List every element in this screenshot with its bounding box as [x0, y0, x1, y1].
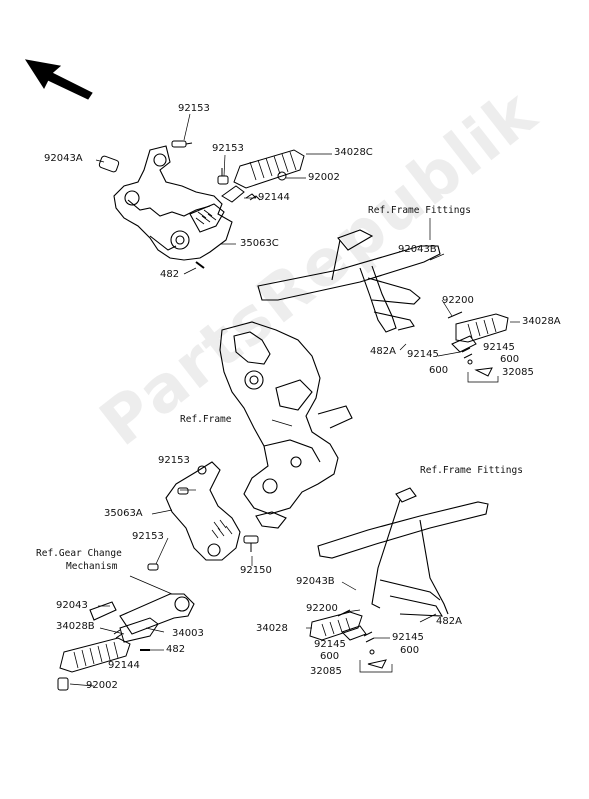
- upper-frame-fitting: [257, 229, 441, 333]
- pin-482-a-icon: [195, 261, 205, 269]
- clip-32085-b-icon: [367, 659, 387, 669]
- bolt-92153-c-icon: [177, 487, 189, 495]
- gear-change-pedal: [89, 593, 195, 635]
- spring-92144-a-icon: [245, 193, 261, 201]
- part-label-35063A: 35063A: [104, 508, 143, 519]
- part-label-482A-b: 482A: [436, 616, 462, 627]
- spring-92145-c-icon: [363, 631, 375, 643]
- bolt-92153-d-icon: [147, 563, 159, 571]
- clip-32085-a-icon: [474, 367, 493, 377]
- part-label-34028C: 34028C: [334, 147, 373, 158]
- part-label-482-a: 482: [160, 269, 180, 280]
- part-label-92153-b: 92153: [212, 143, 244, 154]
- leader-lines: [69, 113, 520, 687]
- part-label-92153-c: 92153: [158, 455, 190, 466]
- part-label-92200-b: 92200: [306, 603, 338, 614]
- part-label-482A-a: 482A: [370, 346, 396, 357]
- part-label-92200-a: 92200: [442, 295, 474, 306]
- part-label-92002-b: 92002: [86, 680, 118, 691]
- pin-600-a-icon: [467, 359, 473, 365]
- ref-gear-change-line2: Mechanism: [66, 561, 118, 572]
- bolt-92153-b-icon: [217, 168, 229, 185]
- part-label-92145-c: 92145: [314, 639, 346, 650]
- part-label-92043A: 92043A: [44, 153, 83, 164]
- part-label-92145-b: 92145: [483, 342, 515, 353]
- part-label-92145-d: 92145: [392, 632, 424, 643]
- part-label-92153-a: 92153: [178, 103, 210, 114]
- ref-frame-fittings-lower: Ref.Frame Fittings: [420, 465, 523, 476]
- part-label-34028: 34028: [256, 623, 288, 634]
- bolt-92153-a-icon: [171, 140, 193, 148]
- part-label-92002-a: 92002: [308, 172, 340, 183]
- bolt-92002-b-icon: [57, 677, 69, 691]
- pin-600-c-icon: [369, 649, 375, 655]
- bolt-92002-a-icon: [277, 171, 287, 181]
- ref-gear-change-line1: Ref.Gear Change: [36, 548, 122, 559]
- upper-left-bracket: [113, 145, 233, 261]
- part-label-32085-b: 32085: [310, 666, 342, 677]
- part-label-600-a: 600: [500, 354, 520, 365]
- spring-92145-a-icon: [461, 347, 473, 359]
- main-frame: [219, 321, 353, 529]
- pin-92043A-icon: [98, 155, 120, 173]
- bolt-92150-icon: [243, 535, 259, 552]
- part-label-92150: 92150: [240, 565, 272, 576]
- ref-frame: Ref.Frame: [180, 414, 232, 425]
- part-label-35063C: 35063C: [240, 238, 279, 249]
- footpeg-34028A-icon: [451, 313, 509, 353]
- part-label-92153-d: 92153: [132, 531, 164, 542]
- lower-frame-fitting: [317, 487, 489, 617]
- front-direction-arrow-icon: [24, 59, 93, 100]
- part-label-482-b: 482: [166, 644, 186, 655]
- part-label-34028A: 34028A: [522, 316, 561, 327]
- washer-92200-b-icon: [337, 609, 351, 617]
- part-label-92043B-a: 92043B: [398, 244, 437, 255]
- footpeg-34028C-icon: [221, 149, 305, 203]
- part-label-600-b: 600: [429, 365, 449, 376]
- part-label-34003: 34003: [172, 628, 204, 639]
- part-label-92043B-b: 92043B: [296, 576, 335, 587]
- part-label-600-c: 600: [400, 645, 420, 656]
- washer-92200-a-icon: [447, 311, 463, 319]
- part-label-34028B: 34028B: [56, 621, 95, 632]
- footpeg-34028-icon: [309, 611, 367, 641]
- part-label-92144-a: 92144: [258, 192, 290, 203]
- ref-frame-fittings-upper: Ref.Frame Fittings: [368, 205, 471, 216]
- part-label-92144-b: 92144: [108, 660, 140, 671]
- lower-left-bracket: [165, 461, 241, 561]
- part-label-32085-a: 32085: [502, 367, 534, 378]
- part-label-92145-a: 92145: [407, 349, 439, 360]
- part-label-600-d: 600: [320, 651, 340, 662]
- part-label-92043: 92043: [56, 600, 88, 611]
